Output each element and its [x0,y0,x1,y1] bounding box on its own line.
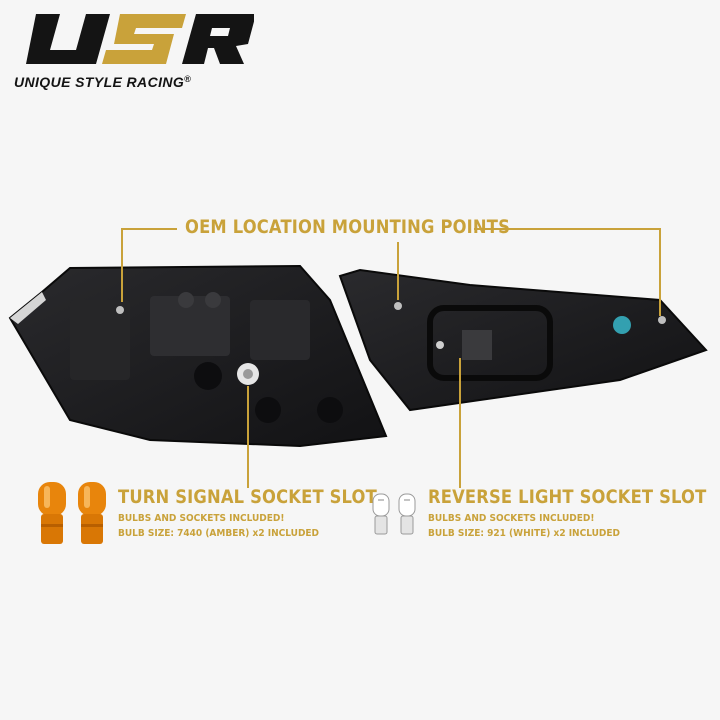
right-tail-light [338,268,708,412]
leader-lines [121,228,661,488]
turn-signal-line2: BULB SIZE: 7440 (AMBER) x2 INCLUDED [118,528,320,539]
amber-bulb-icon [38,482,106,544]
reverse-light-heading: REVERSE LIGHT SOCKET SLOT [428,486,707,508]
reverse-light-line1: BULBS AND SOCKETS INCLUDED! [428,513,595,524]
turn-signal-line1: BULBS AND SOCKETS INCLUDED! [118,513,285,524]
white-bulb-icon [372,493,416,535]
left-tail-light [8,264,388,448]
mounting-point [394,302,402,310]
brand-logo: UNIQUE STYLE RACING® [14,12,254,90]
mounting-points-heading: OEM LOCATION MOUNTING POINTS [185,216,511,238]
usr-logo-icon [26,14,254,64]
mounting-point [658,316,666,324]
reverse-light-line2: BULB SIZE: 921 (WHITE) x2 INCLUDED [428,528,621,539]
blue-seal [613,316,631,334]
brand-name: UNIQUE STYLE RACING® [14,74,192,90]
turn-signal-heading: TURN SIGNAL SOCKET SLOT [118,486,377,508]
mounting-point [116,306,124,314]
